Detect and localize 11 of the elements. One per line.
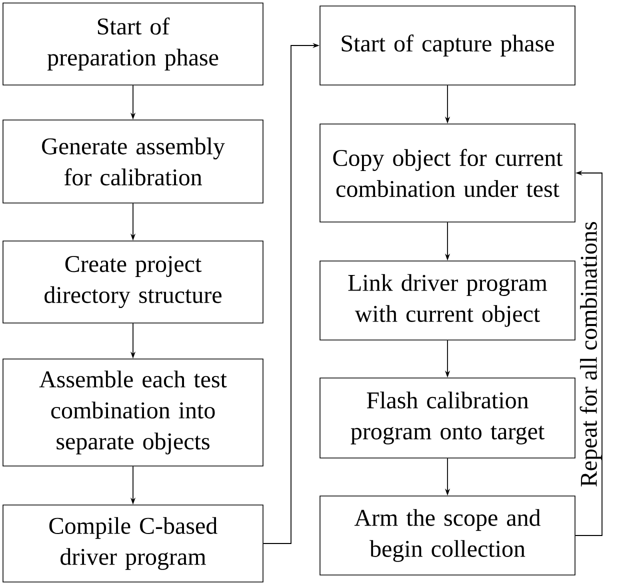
process-box: Flash calibration program onto target xyxy=(320,378,576,458)
process-box: Generate assembly for calibration xyxy=(2,120,264,204)
process-box: Create project directory structure xyxy=(2,240,264,324)
process-box: Arm the scope and begin collection xyxy=(320,496,576,576)
process-box: Copy object for current combination under test xyxy=(320,124,576,222)
process-box: Assemble each test combination into separate objects xyxy=(2,358,264,466)
edge-label: Repeat for all combinations xyxy=(580,222,602,486)
process-box: Link driver program with current object xyxy=(320,260,576,340)
process-box: Compile C-based driver program xyxy=(2,504,264,582)
process-box: Start of capture phase xyxy=(320,6,576,86)
process-box: Start of preparation phase xyxy=(2,2,264,86)
